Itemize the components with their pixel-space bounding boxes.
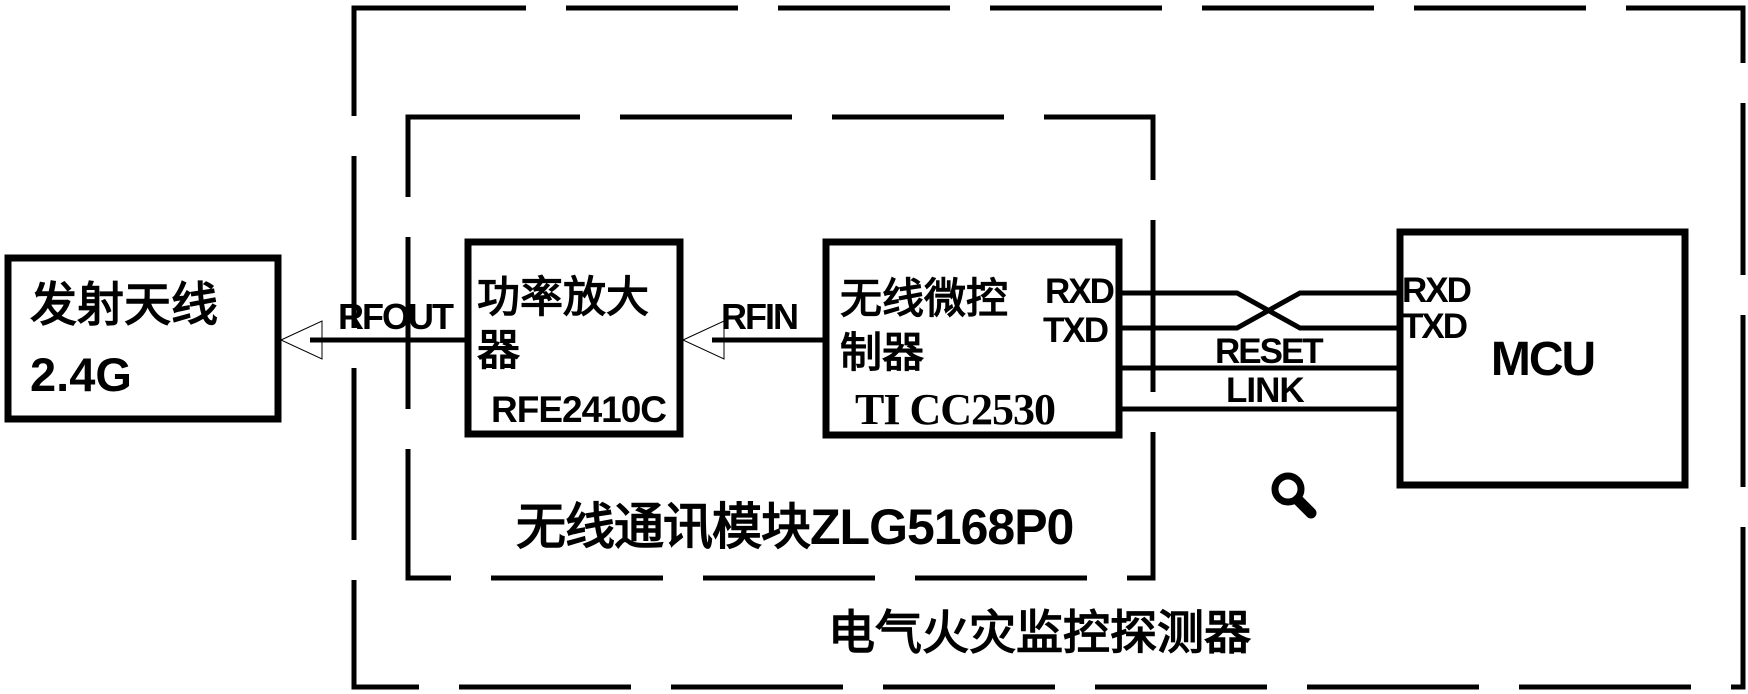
antenna-label: 发射天线 2.4G <box>30 270 218 410</box>
wireless-module-boundary-label: 无线通讯模块ZLG5168P0 <box>516 499 1074 555</box>
antenna-freq: 2.4G <box>30 348 132 401</box>
rfin-signal-label: RFIN <box>721 296 799 337</box>
mcu-pin-txd: TXD <box>1402 307 1468 346</box>
mcu-pin-rxd: RXD <box>1402 271 1472 310</box>
uart-cross-wire-b <box>1119 290 1400 331</box>
amplifier-name: 功率放大器 <box>477 274 649 375</box>
magnifier-icon <box>1271 472 1317 519</box>
reset-signal-label: RESET <box>1215 332 1324 371</box>
wireless-mcu-name: 无线微控制器 <box>840 275 1009 376</box>
wireless-module-boundary-box <box>405 114 1156 581</box>
amplifier-part-number: RFE2410C <box>491 389 667 430</box>
wires <box>279 290 1400 412</box>
rfout-arrowhead-icon <box>279 320 323 360</box>
mcu-box <box>1396 228 1689 489</box>
wireless-mcu-pin-txd: TXD <box>1043 311 1109 350</box>
amplifier-box <box>464 238 684 438</box>
uart-cross-wire-a <box>1119 290 1400 331</box>
detector-boundary-box <box>351 5 1746 690</box>
detector-boundary-label: 电气火灾监控探测器 <box>828 606 1251 659</box>
link-signal-label: LINK <box>1226 371 1305 410</box>
rfout-signal-label: RFOUT <box>338 296 454 337</box>
antenna-name: 发射天线 <box>30 278 218 331</box>
wireless-mcu-pin-rxd: RXD <box>1045 272 1115 311</box>
wireless-mcu-box <box>822 238 1123 439</box>
rfin-arrowhead-icon <box>681 320 725 360</box>
antenna-box <box>4 254 282 423</box>
mcu-name: MCU <box>1490 333 1596 386</box>
wireless-mcu-part-number: TI CC2530 <box>855 385 1056 434</box>
